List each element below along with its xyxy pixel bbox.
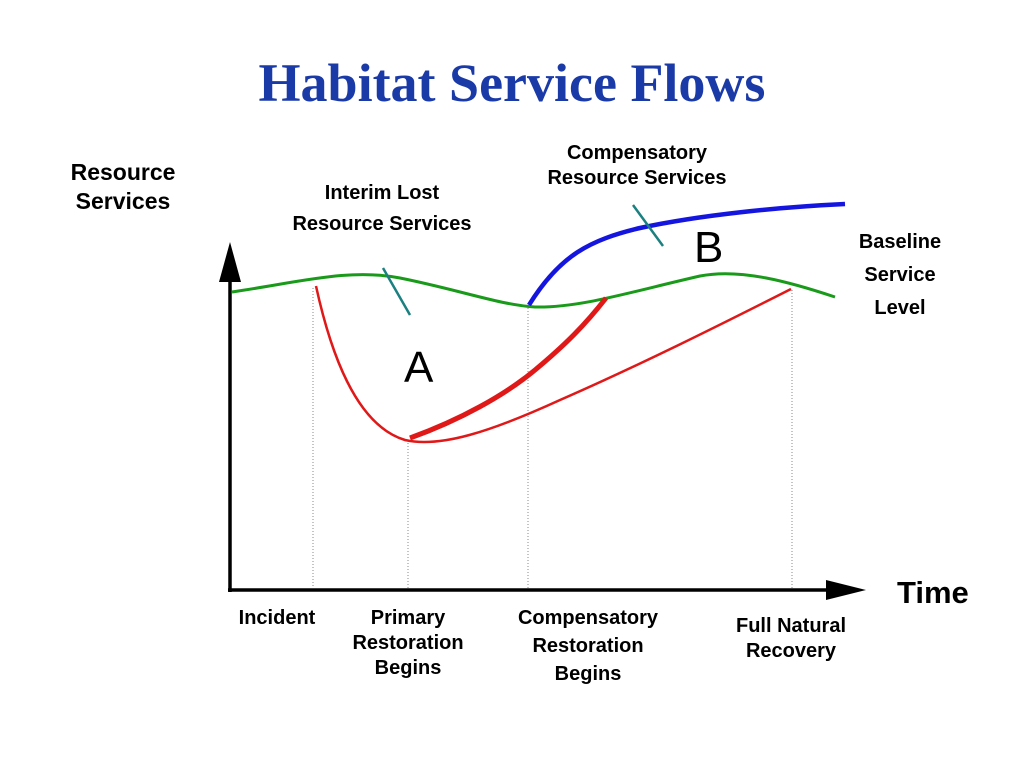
- interim-lost-label-line: Resource Services: [292, 213, 472, 235]
- milestone-label-line: Compensatory: [517, 607, 659, 629]
- x-axis-arrowhead: [826, 580, 866, 600]
- interim-lost-pointer: [381, 267, 412, 316]
- milestone-label-line: Begins: [374, 657, 442, 679]
- milestone-label-line: Full Natural: [735, 615, 846, 637]
- primary-restoration-curve: [409, 296, 608, 441]
- compensatory-services-pointer: [631, 204, 665, 247]
- compensatory-services-label: Compensatory Resource Services: [516, 141, 758, 191]
- region-b-label: B: [694, 223, 724, 272]
- baseline-service-level-label: Baseline Service Level: [840, 226, 960, 325]
- baseline-label-line: Baseline: [858, 231, 942, 253]
- milestone-full-recovery-label: Full Natural Recovery: [716, 614, 866, 664]
- baseline-service-curve: [231, 272, 836, 309]
- milestone-label-line: Begins: [554, 663, 622, 685]
- y-axis-label: Resource Services: [58, 158, 188, 216]
- milestone-compensatory-restoration-label: Compensatory Restoration Begins: [498, 606, 678, 687]
- compensatory-services-curve: [527, 201, 846, 307]
- compensatory-services-label-line: Compensatory: [566, 142, 708, 164]
- x-axis-label: Time: [897, 575, 969, 610]
- milestone-label-line: Restoration: [532, 635, 644, 657]
- milestone-label-line: Primary: [370, 607, 446, 629]
- milestone-primary-restoration-label: Primary Restoration Begins: [333, 606, 483, 681]
- natural-recovery-curve: [314, 285, 792, 444]
- y-axis-label-line: Services: [75, 188, 171, 214]
- milestone-label-line: Incident: [238, 607, 316, 629]
- baseline-label-line: Level: [874, 297, 926, 319]
- slide-title: Habitat Service Flows: [258, 53, 766, 113]
- interim-lost-label-line: Interim Lost: [324, 182, 440, 204]
- y-axis-arrowhead: [219, 242, 241, 282]
- interim-lost-label: Interim Lost Resource Services: [266, 181, 498, 237]
- region-a-label: A: [404, 343, 434, 392]
- milestone-label-line: Restoration: [352, 632, 464, 654]
- y-axis-label-line: Resource: [70, 159, 176, 185]
- compensatory-services-label-line: Resource Services: [547, 167, 727, 189]
- milestone-incident-label: Incident: [222, 606, 332, 631]
- baseline-label-line: Service: [864, 264, 936, 286]
- milestone-label-line: Recovery: [745, 640, 837, 662]
